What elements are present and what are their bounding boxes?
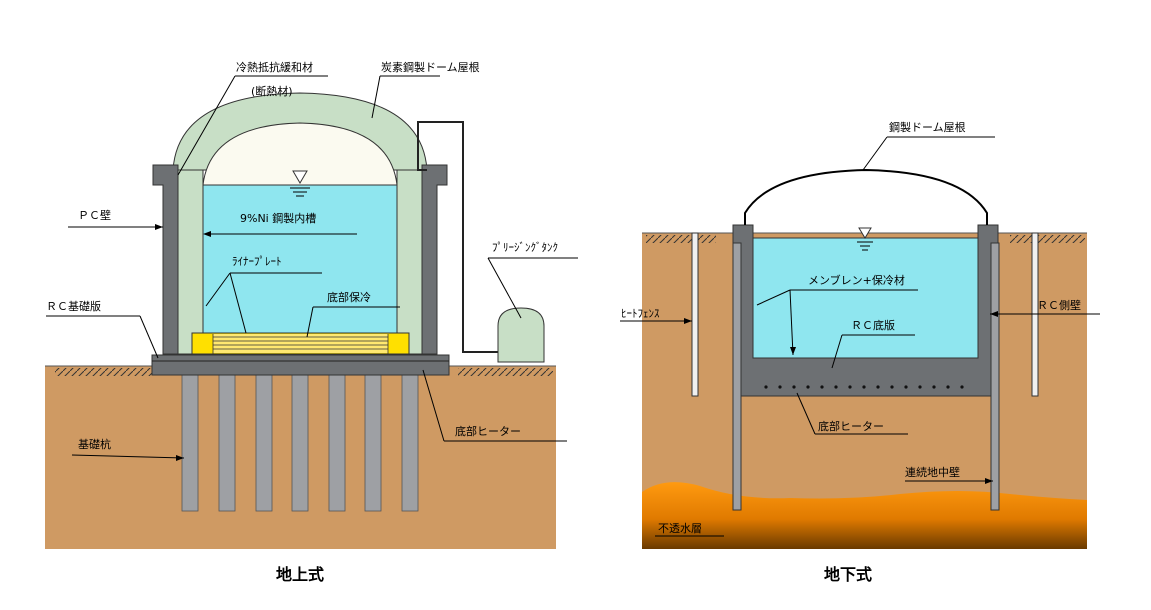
label-rc-side-wall: ＲＣ側壁 [1037,298,1081,312]
label-liner-plate: ﾗｲﾅｰﾌﾟﾚｰﾄ [232,255,282,268]
ground-hatch-right [458,368,553,376]
dome-roof-inner [202,122,398,186]
label-membrane: メンブレン+保冷材 [808,273,905,287]
pc-wall-right [421,164,448,355]
label-piles: 基礎杭 [78,437,111,451]
purge-pipe [417,121,498,353]
label-pc-wall: ＰＣ壁 [78,208,111,222]
liner-plate-zone [213,334,388,353]
liquid-level-symbol [292,170,308,184]
label-dome-roof: 炭素鋼製ドーム屋根 [381,60,480,74]
label-rc-base: ＲＣ基礎版 [46,299,101,313]
bottom-heater-dots [764,385,964,389]
inner-tank-lng [202,184,398,334]
pc-wall-left [152,164,179,355]
above-ground-tank: 冷熱抵抗緩和材 (断熱材) 炭素鋼製ドーム屋根 ＰＣ壁 9%Ni 鋼製内槽 ﾗｲ… [45,60,578,584]
ground-hatch-right [1010,235,1085,243]
leader-lines-right [620,136,1100,537]
liquid-level-symbol [858,227,872,239]
impermeable-layer [642,482,1087,549]
label-purge-tank: ﾌﾟﾘｰｼﾞﾝｸﾞﾀﾝｸ [492,241,558,254]
label-heat-fence: ﾋｰﾄﾌｪﾝｽ [621,307,660,320]
label-dome-roof: 鋼製ドーム屋根 [889,120,966,134]
label-diaphragm-wall: 連続地中壁 [905,465,960,479]
insulation-left [177,169,204,355]
label-cold-resist: 冷熱抵抗緩和材 [236,60,313,74]
rc-base-slab [151,354,450,376]
dome-roof [744,168,988,225]
ground-hatch-left [646,235,716,243]
label-inner-tank: 9%Ni 鋼製内槽 [240,211,316,225]
heat-fence-left [691,232,699,397]
diaphragm-wall-left [732,242,742,511]
label-impermeable-layer: 不透水層 [658,522,702,535]
label-bottom-insulation: 底部保冷 [327,290,371,304]
inner-tank-lng [752,237,979,359]
ground-hatch-left [55,368,155,376]
in-ground-tank: 鋼製ドーム屋根 メンブレン+保冷材 ﾋｰﾄﾌｪﾝｽ ＲＣ側壁 ＲＣ底版 底部ヒー… [620,120,1100,584]
label-rc-bottom-slab: ＲＣ底版 [851,318,895,332]
leader-lines-left [46,75,578,459]
label-bottom-heater: 底部ヒーター [818,419,884,433]
purge-tank [497,307,545,363]
liner-plate-lines [212,334,389,354]
label-cold-resist-sub: (断熱材) [251,84,293,98]
caption-above-ground: 地上式 [276,565,324,584]
insulation-right [396,169,423,355]
diaphragm-wall-right [990,242,1000,511]
label-bottom-heater: 底部ヒーター [455,424,521,438]
caption-in-ground: 地下式 [824,565,872,584]
